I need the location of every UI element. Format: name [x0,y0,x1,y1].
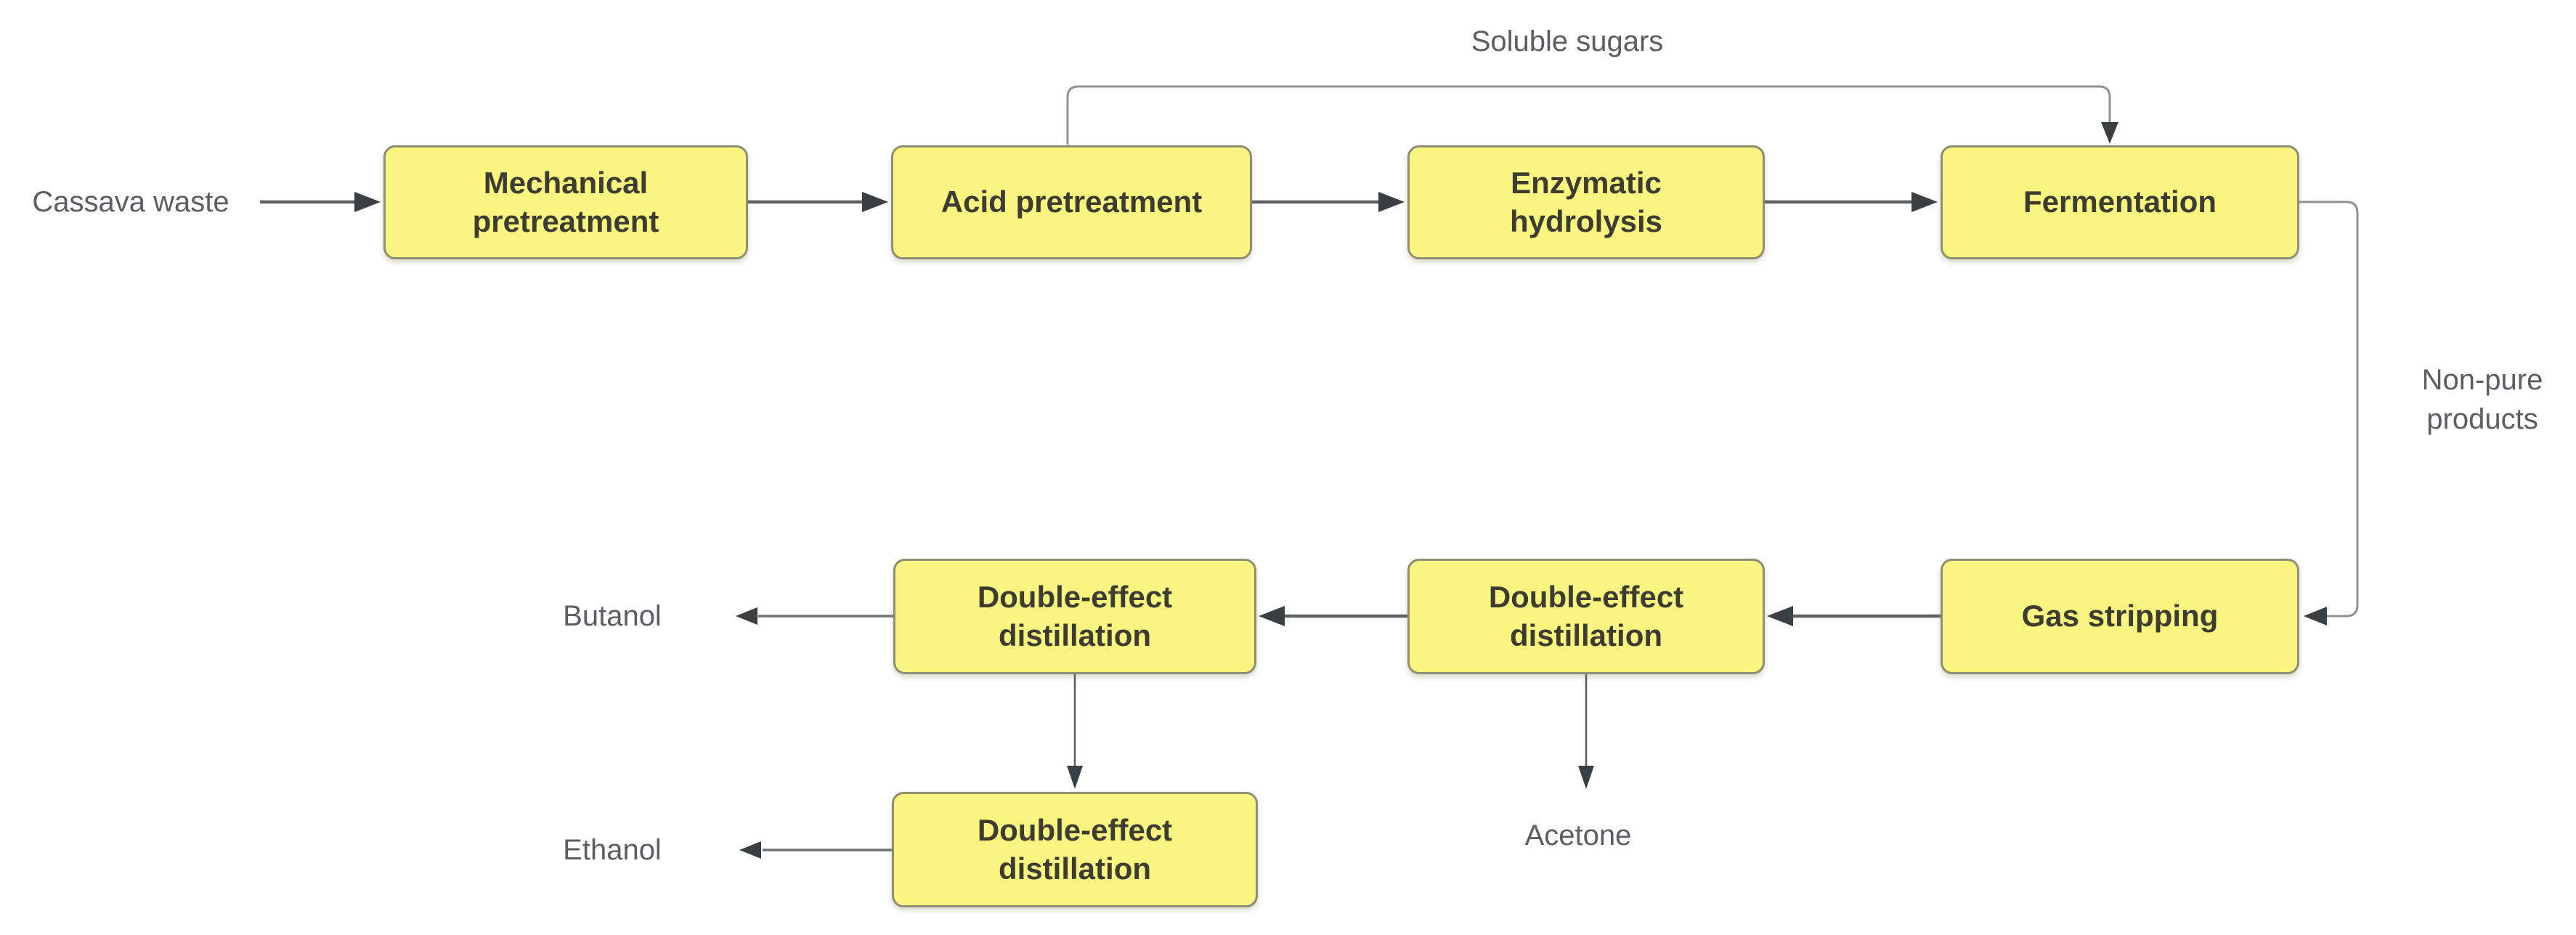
node-fermentation: Fermentation [1941,145,2299,259]
label-ethanol: Ethanol [563,834,662,866]
edge-distillation-butanol-to-butanol [736,607,893,625]
edge-distillation-acetone-to-distillation-butanol [1259,606,1407,626]
node-label: Fermentation [2023,185,2217,219]
label-butanol: Butanol [563,600,662,632]
edge-cassava-to-mechanical [260,192,381,212]
node-enzymatic-hydrolysis: Enzymatic hydrolysis [1407,145,1765,259]
label-acetone: Acetone [1524,819,1632,851]
node-acid-pretreatment: Acid pretreatment [891,145,1252,259]
node-label: Gas stripping [2021,599,2219,634]
edge-distillation-ethanol-to-ethanol [739,841,892,859]
edge-soluble-sugars-bypass [1066,85,2118,145]
node-label: Mechanical pretreatment [472,166,659,238]
node-double-effect-distillation-3: Double-effect distillation [892,792,1258,907]
node-double-effect-distillation-2: Double-effect distillation [1407,559,1765,674]
node-double-effect-distillation-1: Double-effect distillation [893,559,1256,674]
label-cassava-waste: Cassava waste [32,186,229,218]
node-gas-stripping: Gas stripping [1941,559,2299,674]
edge-distillation-acetone-to-acetone [1578,674,1594,789]
node-label: Enzymatic hydrolysis [1509,166,1663,238]
edge-gas-stripping-to-distillation-acetone [1767,606,1941,626]
edge-mechanical-to-acid [748,192,888,212]
edge-acid-to-enzymatic [1252,192,1405,212]
edge-fermentation-to-gas-stripping [2299,201,2359,626]
node-label: Double-effect distillation [977,813,1173,886]
edge-enzymatic-to-fermentation [1765,192,1938,212]
label-soluble-sugars: Soluble sugars [1471,25,1664,57]
node-label: Double-effect distillation [977,580,1173,652]
node-label: Acid pretreatment [940,185,1203,219]
label-non-pure-products: Non-pure products [2421,364,2543,435]
node-label: Double-effect distillation [1488,580,1684,652]
node-mechanical-pretreatment: Mechanical pretreatment [383,145,748,259]
edge-distillation-butanol-to-distillation-ethanol [1067,674,1083,789]
